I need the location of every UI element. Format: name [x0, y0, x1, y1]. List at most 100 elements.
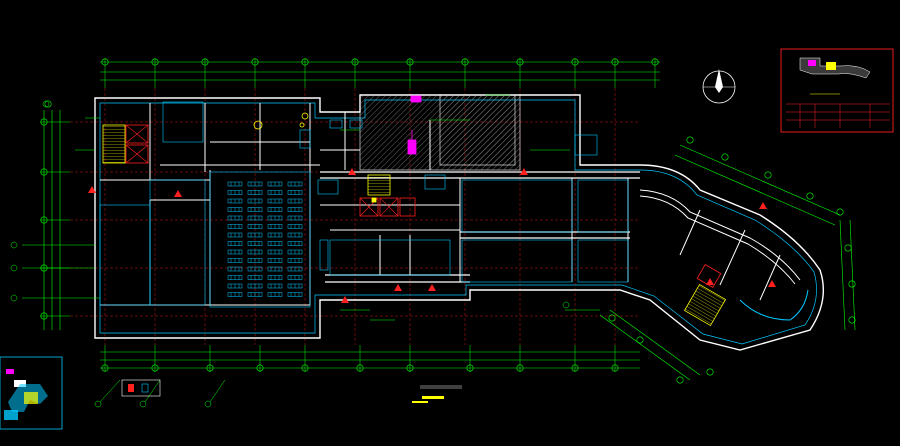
fixture-outline	[574, 134, 598, 156]
grid-bubble	[611, 364, 619, 372]
fixture-outline	[329, 119, 343, 129]
bottom-callouts	[121, 379, 161, 397]
grid-bubble	[406, 364, 414, 372]
axis-lines	[70, 88, 640, 345]
building-outline	[94, 94, 825, 351]
annotation-leader	[144, 379, 161, 403]
fixture-outline	[299, 129, 311, 149]
grid-bubble	[40, 168, 48, 176]
grid-bubble	[151, 364, 159, 372]
grid-bubble	[356, 364, 364, 372]
grid-bubble	[151, 58, 159, 66]
fire-marker	[759, 202, 767, 209]
grid-bubble	[40, 118, 48, 126]
mini-key-plan	[0, 356, 63, 430]
curved-wing-dimensions	[599, 144, 856, 381]
detail-box	[121, 379, 161, 397]
callout-bubble	[10, 264, 18, 272]
grid-bubble	[706, 368, 714, 376]
grid-bubble	[201, 58, 209, 66]
annotation-leaders	[10, 94, 600, 408]
grid-bubble	[651, 58, 659, 66]
grid-bubble	[301, 58, 309, 66]
fixture-outline	[317, 179, 339, 195]
grid-bubble	[836, 208, 844, 216]
grid-bubble	[466, 364, 474, 372]
north-arrow-icon	[702, 69, 736, 104]
detail-box	[141, 383, 149, 393]
fire-equipment-markers	[88, 168, 776, 303]
key-plan-panel	[780, 48, 894, 133]
fire-marker	[428, 284, 436, 291]
callout-bubble	[10, 241, 18, 249]
stair-core-center	[359, 174, 416, 217]
grid-bubble	[101, 58, 109, 66]
right-wing-walls	[639, 189, 809, 321]
stair-core-left	[102, 124, 149, 164]
fixture-outline	[349, 119, 363, 129]
fire-marker	[341, 296, 349, 303]
top-grid-bubbles	[101, 58, 659, 88]
grid-bubble	[461, 58, 469, 66]
annotation-leader	[209, 379, 226, 403]
stair-icon	[683, 283, 727, 327]
grid-bubble	[686, 136, 694, 144]
callout-bubble	[139, 400, 147, 408]
elevator-icon	[359, 197, 379, 217]
callout-bubble	[94, 400, 102, 408]
fire-marker	[706, 278, 714, 285]
grid-bubble	[611, 58, 619, 66]
seating-layout	[227, 181, 303, 297]
building-outline-inner	[99, 99, 817, 345]
grid-bubble	[571, 364, 579, 372]
grid-bubble	[721, 153, 729, 161]
grid-bubble	[406, 58, 414, 66]
grid-bubble	[40, 216, 48, 224]
grid-bubble	[101, 364, 109, 372]
grid-bubble	[251, 58, 259, 66]
grid-bubble	[844, 244, 852, 252]
grid-bubble	[608, 314, 616, 322]
stair-icon	[367, 174, 391, 196]
fixture-outline	[424, 174, 446, 190]
grid-bubble	[256, 364, 264, 372]
grid-bubble	[40, 312, 48, 320]
fire-marker	[520, 168, 528, 175]
top-dimension-lines	[100, 61, 660, 81]
callout-bubble	[10, 294, 18, 302]
grid-bubble	[351, 58, 359, 66]
grid-bubble	[206, 364, 214, 372]
fire-marker	[88, 186, 96, 193]
magenta-accents	[407, 95, 422, 155]
grid-bubble	[516, 58, 524, 66]
bottom-grid-bubbles	[101, 345, 619, 372]
grid-bubble	[636, 336, 644, 344]
drawing-title-block	[420, 385, 462, 389]
fixture-outline	[319, 239, 329, 271]
room-outlines	[99, 101, 629, 308]
grid-bubble	[44, 100, 52, 108]
yellow-accents	[253, 112, 444, 403]
grid-bubble	[764, 171, 772, 179]
fire-marker	[174, 190, 182, 197]
fire-marker	[768, 280, 776, 287]
grid-bubble	[848, 316, 856, 324]
callout-bubble	[562, 301, 570, 309]
annotation-leader	[99, 379, 121, 403]
left-grid-bubbles	[40, 100, 70, 320]
fire-marker	[394, 284, 402, 291]
wing-grid-bubbles	[608, 136, 856, 384]
bottom-dimension-lines	[100, 351, 640, 369]
grid-bubble	[806, 192, 814, 200]
stair-icon	[102, 124, 126, 164]
grid-bubble	[301, 364, 309, 372]
grid-bubble	[848, 280, 856, 288]
callout-bubble	[42, 100, 50, 108]
detail-marker	[128, 384, 134, 392]
stair-core-right	[683, 264, 727, 327]
grid-bubble	[516, 364, 524, 372]
hatched-area-2	[439, 94, 516, 166]
callout-bubble	[204, 400, 212, 408]
fire-marker	[348, 168, 356, 175]
